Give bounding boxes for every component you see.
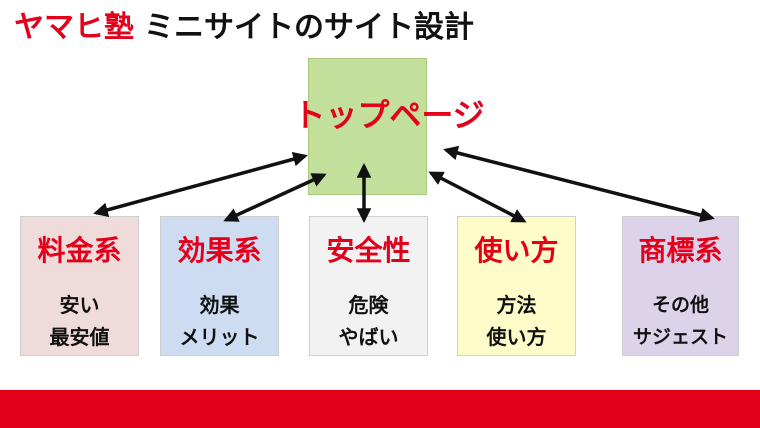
keyword: 安い bbox=[59, 293, 100, 317]
title-text: ミニサイトのサイト設計 bbox=[144, 10, 474, 45]
category-label: 安全性 bbox=[326, 234, 411, 267]
category-label: 使い方 bbox=[474, 234, 559, 267]
category-keywords: 効果 メリット bbox=[161, 289, 278, 353]
category-keywords: 危険 やばい bbox=[310, 289, 427, 353]
page-title: ヤマヒ塾 ミニサイトのサイト設計 bbox=[14, 4, 474, 45]
keyword: メリット bbox=[179, 325, 260, 349]
category-box-effect: 効果系 効果 メリット bbox=[160, 216, 279, 356]
category-label: 効果系 bbox=[177, 234, 262, 267]
keyword: 効果 bbox=[199, 293, 240, 317]
category-keywords: 安い 最安値 bbox=[21, 289, 138, 353]
brand-name: ヤマヒ塾 bbox=[14, 10, 134, 45]
arrow-top-to-brand bbox=[443, 145, 715, 223]
category-keywords: 方法 使い方 bbox=[458, 289, 575, 353]
top-page-label: トップページ bbox=[293, 96, 485, 134]
keyword: その他 bbox=[651, 294, 709, 316]
keyword: やばい bbox=[338, 325, 399, 349]
arrow-top-to-effect bbox=[223, 173, 327, 222]
keyword: 最安値 bbox=[49, 325, 110, 349]
arrow-top-to-usage bbox=[428, 171, 527, 223]
arrow-top-to-price bbox=[93, 152, 308, 217]
footer-bar bbox=[0, 390, 760, 428]
category-box-price: 料金系 安い 最安値 bbox=[20, 216, 139, 356]
keyword: 使い方 bbox=[486, 325, 547, 349]
category-box-brand: 商標系 その他 サジェスト bbox=[622, 216, 739, 356]
category-keywords: その他 サジェスト bbox=[623, 289, 738, 353]
category-label: 料金系 bbox=[37, 234, 122, 267]
keyword: 危険 bbox=[348, 293, 389, 317]
category-box-usage: 使い方 方法 使い方 bbox=[457, 216, 576, 356]
category-label: 商標系 bbox=[638, 234, 723, 267]
category-box-safety: 安全性 危険 やばい bbox=[309, 216, 428, 356]
keyword: 方法 bbox=[496, 293, 537, 317]
keyword: サジェスト bbox=[632, 326, 728, 348]
